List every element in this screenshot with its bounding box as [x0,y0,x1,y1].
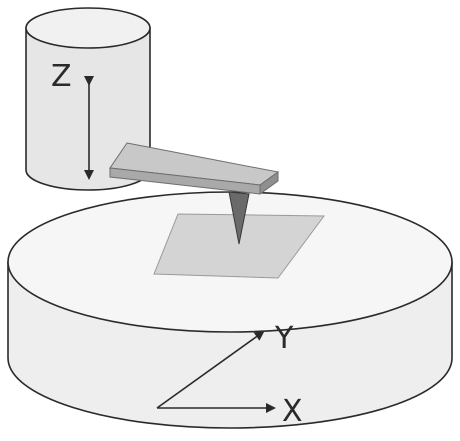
y-arrow [156,330,265,409]
z-scanner [25,7,151,191]
z-axis-label: Z [51,59,72,94]
cantilever-end [259,171,279,195]
cantilever [109,142,280,195]
xy-axes [156,330,276,413]
probe-tip [228,191,250,245]
z-scanner-top [25,7,151,49]
sample-plate [153,213,325,279]
x-axis-label: X [282,394,303,429]
y-axis-label: Y [274,321,294,356]
